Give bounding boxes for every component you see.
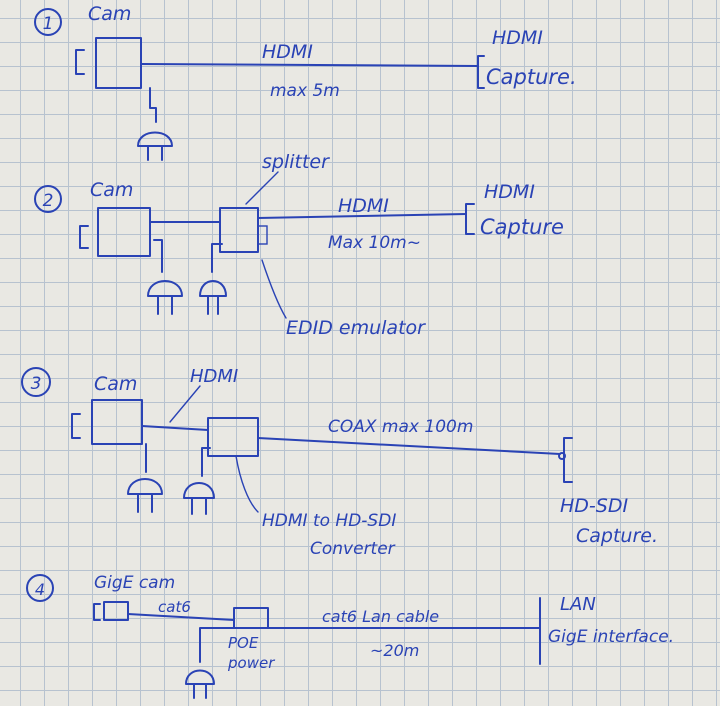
step-number-circle	[34, 8, 62, 36]
cat6-cable	[127, 613, 235, 621]
converter-icon	[207, 417, 259, 457]
section-4: 4 GigE cam cat6 POE power cat6 Lan cable…	[26, 573, 674, 699]
interface-label: GigE interface.	[548, 627, 674, 647]
capture-type-label: HDMI	[492, 27, 543, 49]
step-number: 2	[43, 191, 54, 211]
section-3: 3 Cam HDMI COAX max 100m HD-SDI Capture.	[21, 366, 658, 559]
hdmi-label: HDMI	[190, 366, 238, 387]
lan-cable-label: cat6 Lan cable	[322, 607, 439, 626]
cable-length-label: Max 10m~	[328, 233, 421, 253]
cable-length-label: max 5m	[270, 81, 340, 101]
capture-device-icon	[558, 437, 573, 483]
hdmi-cable	[141, 425, 209, 431]
step-number: 3	[31, 374, 42, 394]
power-plug-icon	[185, 627, 235, 699]
step-number-circle	[21, 367, 51, 397]
camera-label: Cam	[90, 179, 133, 201]
cable-label: HDMI	[262, 41, 313, 63]
cable-length-label: ~20m	[370, 641, 419, 660]
power-plug-icon	[199, 243, 227, 315]
emulator-pointer	[261, 259, 287, 319]
step-number: 4	[35, 580, 45, 599]
converter-label-line1: HDMI to HD-SDI	[262, 511, 396, 531]
section-2: 2 Cam splitter HDMI Max 10m~ HDMI Captur…	[34, 151, 564, 339]
camera-label: Cam	[88, 3, 131, 25]
power-plug-icon	[137, 87, 173, 161]
poe-label-line1: POE	[228, 634, 259, 652]
converter-pointer	[235, 455, 259, 513]
edid-emulator-icon	[257, 225, 268, 245]
camera-label: GigE cam	[94, 573, 175, 593]
capture-device-icon	[465, 203, 475, 235]
power-plug-icon	[127, 443, 163, 513]
capture-type-label: HDMI	[484, 181, 535, 203]
step-number-circle	[34, 185, 62, 213]
emulator-label: EDID emulator	[286, 317, 426, 339]
lan-label: LAN	[560, 594, 596, 615]
capture-label: Capture.	[486, 65, 577, 89]
capture-device-icon	[477, 55, 485, 89]
converter-label-line2: Converter	[310, 539, 396, 559]
splitter-label: splitter	[262, 151, 330, 173]
camera-icon	[79, 207, 151, 257]
cat6-label: cat6	[158, 598, 191, 616]
camera-icon	[71, 399, 143, 445]
hdmi-cable	[257, 213, 467, 219]
capture-label: Capture	[480, 215, 564, 239]
section-1: 1 Cam HDMI max 5m HDMI Capture.	[34, 3, 577, 161]
power-plug-icon	[183, 447, 215, 515]
hdmi-pointer	[169, 385, 201, 423]
power-plug-icon	[147, 239, 183, 315]
splitter-pointer	[245, 171, 279, 205]
poe-label-line2: power	[227, 654, 275, 672]
splitter-icon	[219, 207, 268, 253]
coax-cable	[257, 437, 561, 455]
camera-icon	[75, 37, 142, 89]
step-number-circle	[26, 574, 54, 602]
camera-icon	[93, 601, 129, 621]
poe-injector-icon	[233, 607, 269, 629]
step-number: 1	[43, 14, 54, 34]
capture-type-label: HD-SDI	[560, 495, 628, 517]
coax-label: COAX max 100m	[328, 417, 473, 437]
capture-label: Capture.	[576, 525, 658, 547]
hdmi-cable	[140, 63, 479, 67]
cable-label: HDMI	[338, 195, 389, 217]
camera-label: Cam	[94, 373, 137, 395]
